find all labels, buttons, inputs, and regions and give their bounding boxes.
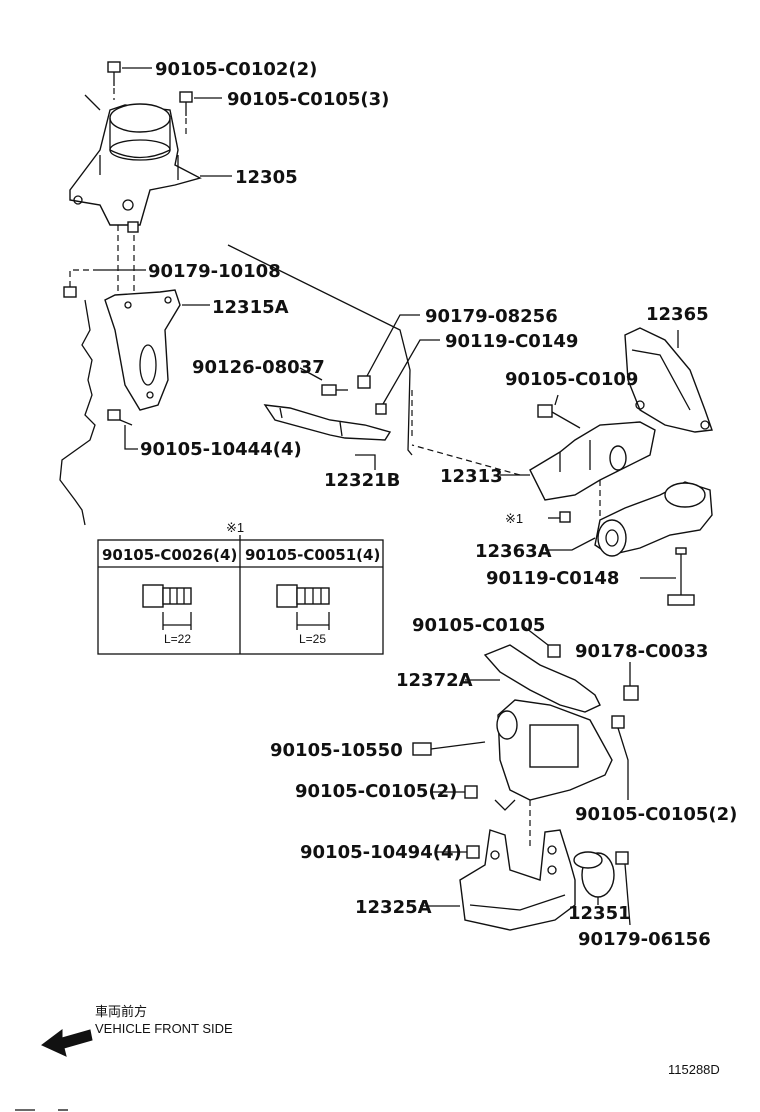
bolt-icon [611, 715, 625, 729]
bushing-12351 [573, 851, 615, 905]
bolt-icon [537, 404, 581, 429]
label-90105-C0105-2-right: 90105-C0105(2) [575, 804, 737, 825]
vehicle-front-arrow-icon [41, 1029, 93, 1057]
bolt-icon [464, 785, 478, 799]
engine-mount-12305 [69, 94, 202, 226]
engine-outline [227, 244, 413, 456]
bracket-12313 [529, 421, 656, 501]
diagram-id: 115288D [668, 1062, 720, 1077]
long-bolt-icon [412, 741, 486, 756]
table-col1-length: L=22 [164, 632, 191, 646]
label-90105-C0105-3: 90105-C0105(3) [227, 89, 389, 110]
bracket-12321B [263, 404, 392, 470]
label-90105-10550: 90105-10550 [270, 740, 403, 761]
table-col2-header: 90105-C0051(4) [245, 546, 380, 564]
table-note: ※1 [226, 520, 244, 535]
bolt-icon [107, 61, 121, 100]
label-12372A: 12372A [396, 670, 473, 691]
bolt-icon [547, 644, 561, 658]
label-12363A: 12363A [475, 541, 552, 562]
label-90119-C0149: 90119-C0149 [445, 331, 578, 352]
label-12321B: 12321B [324, 470, 400, 491]
bracket-12372A [483, 644, 613, 811]
label-90119-C0148: 90119-C0148 [486, 568, 619, 589]
label-90126-08037: 90126-08037 [192, 357, 325, 378]
label-90105-C0105-2-left: 90105-C0105(2) [295, 781, 457, 802]
label-90105-C0105: 90105-C0105 [412, 615, 545, 636]
direction-label-jp: 車両前方 [95, 1004, 147, 1019]
label-note-1: ※1 [505, 511, 523, 526]
label-12315A: 12315A [212, 297, 289, 318]
label-90179-06156: 90179-06156 [578, 929, 711, 950]
bolt-icon [559, 511, 571, 523]
bolt-icon [466, 845, 480, 859]
label-90105-C0102: 90105-C0102(2) [155, 59, 317, 80]
label-90105-10444: 90105-10444(4) [140, 439, 302, 460]
nut-icon [615, 851, 629, 865]
table-col1-header: 90105-C0026(4) [102, 546, 237, 564]
label-90179-10108: 90179-10108 [148, 261, 281, 282]
bolt-icon [107, 409, 133, 426]
long-bolt-icon [667, 547, 695, 606]
label-12325A: 12325A [355, 897, 432, 918]
bolt-spec-table [97, 535, 384, 655]
label-12351: 12351 [568, 903, 631, 924]
label-12305: 12305 [235, 167, 298, 188]
nut-icon [623, 685, 639, 701]
label-90105-C0109: 90105-C0109 [505, 369, 638, 390]
label-90178-C0033: 90178-C0033 [575, 641, 708, 662]
label-12313: 12313 [440, 466, 503, 487]
table-col2-length: L=25 [299, 632, 326, 646]
bolt-icon [321, 384, 348, 396]
direction-label-en: VEHICLE FRONT SIDE [95, 1021, 233, 1036]
bracket-12325A [459, 829, 576, 931]
label-90105-10494: 90105-10494(4) [300, 842, 462, 863]
bolt-icon [127, 221, 139, 233]
mount-12363A [594, 481, 713, 557]
label-90179-08256: 90179-08256 [425, 306, 558, 327]
bolt-icon [179, 91, 193, 135]
nut-icon [357, 375, 387, 415]
cover-12365 [624, 327, 713, 433]
nut-icon [63, 286, 77, 298]
bracket-12315A [104, 289, 181, 411]
label-12365: 12365 [646, 304, 709, 325]
